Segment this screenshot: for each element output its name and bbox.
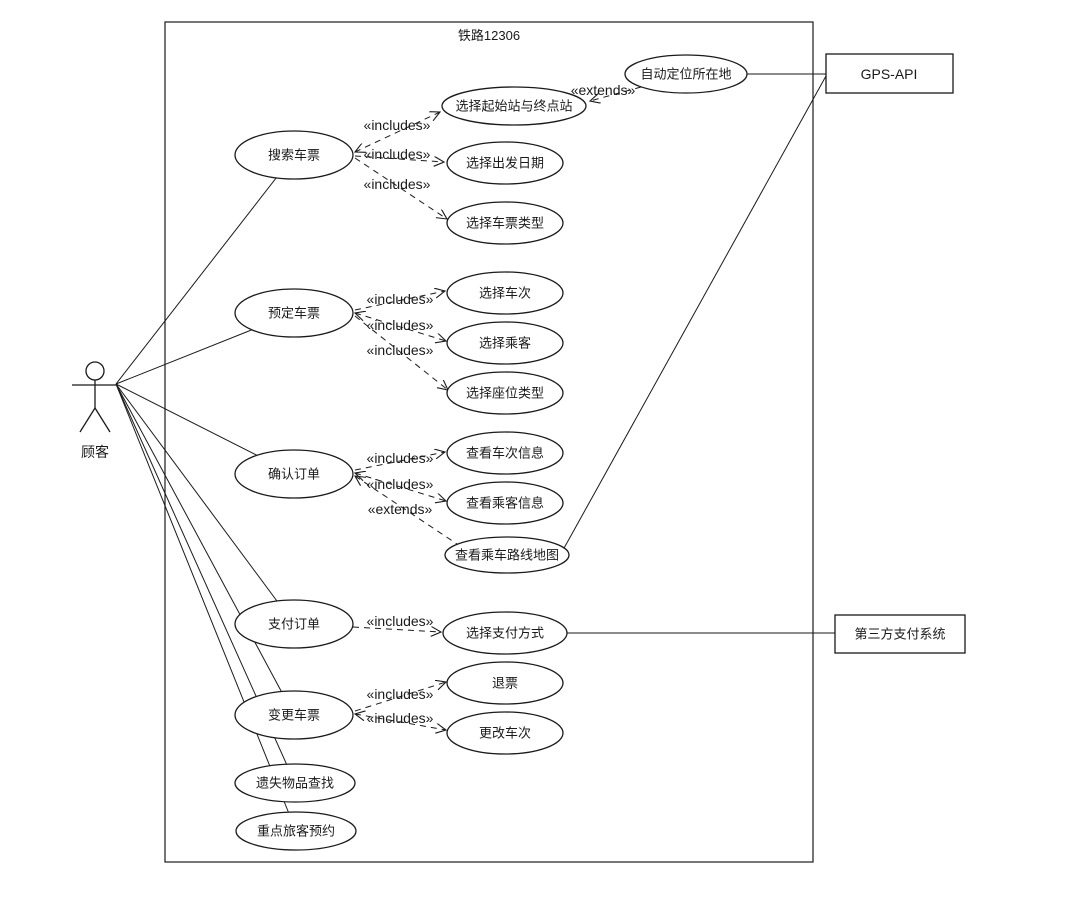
association-customer-change-tickets	[115, 383, 295, 716]
actor-head	[85, 361, 105, 381]
includes-label: «includes»	[367, 686, 434, 702]
association-customer-search-tickets	[115, 154, 295, 385]
usecase-label: 选择车次	[479, 286, 531, 301]
usecase-label: 更改车次	[479, 726, 531, 741]
external-system-label: 第三方支付系统	[854, 627, 945, 642]
include-edge-search-select-stations	[355, 112, 440, 152]
usecase-label: 搜索车票	[268, 148, 320, 163]
usecase-label: 选择座位类型	[466, 386, 544, 401]
includes-label: «includes»	[367, 317, 434, 333]
usecase-label: 遗失物品查找	[256, 776, 334, 791]
usecase-label: 支付订单	[268, 617, 320, 632]
extends-label: «extends»	[571, 82, 636, 98]
usecase-confirm-order[interactable]: 确认订单	[234, 449, 354, 499]
usecase-select-train[interactable]: 选择车次	[446, 271, 564, 315]
usecase-select-payment-method[interactable]: 选择支付方式	[442, 611, 568, 655]
external-system-label: GPS-API	[861, 66, 918, 82]
association-gps-view-route-map	[562, 75, 827, 551]
usecase-label: 查看乘客信息	[466, 496, 544, 511]
actor-right-leg	[94, 407, 111, 433]
stereotype-labels: «includes» «includes» «includes» «includ…	[364, 82, 636, 726]
actor-left-leg	[79, 407, 96, 433]
includes-label: «includes»	[367, 342, 434, 358]
include-edge-book-select-passenger	[355, 313, 446, 341]
extends-label: «extends»	[368, 501, 433, 517]
include-edge-search-select-date	[354, 155, 444, 162]
external-system-third-party-payment[interactable]: 第三方支付系统	[834, 614, 966, 654]
include-edge-change-refund	[354, 682, 446, 712]
actor-customer[interactable]: 顾客	[72, 361, 117, 460]
usecase-view-passenger-info[interactable]: 查看乘客信息	[446, 481, 564, 525]
usecase-change-tickets[interactable]: 变更车票	[234, 690, 354, 740]
usecase-select-seat-type[interactable]: 选择座位类型	[446, 371, 564, 415]
includes-label: «includes»	[367, 613, 434, 629]
usecase-label: 选择支付方式	[466, 626, 544, 641]
extend-edge-view-route-map-confirm	[355, 476, 458, 545]
includes-label: «includes»	[364, 117, 431, 133]
include-edge-pay-select-payment	[352, 627, 441, 632]
includes-label: «includes»	[364, 176, 431, 192]
usecase-label: 选择起始站与终点站	[455, 99, 572, 114]
usecase-label: 重点旅客预约	[257, 824, 335, 839]
includes-label: «includes»	[367, 291, 434, 307]
usecase-select-stations[interactable]: 选择起始站与终点站	[441, 86, 587, 126]
usecase-view-train-info[interactable]: 查看车次信息	[446, 431, 564, 475]
usecase-label: 确认订单	[268, 467, 320, 482]
include-edge-search-select-ticket-type	[354, 157, 447, 219]
usecase-label: 自动定位所在地	[640, 67, 731, 82]
include-edge-confirm-view-passenger-info	[355, 473, 446, 501]
usecase-key-passenger-booking[interactable]: 重点旅客预约	[235, 811, 357, 851]
system-title: 铁路12306	[458, 28, 520, 43]
usecase-view-route-map[interactable]: 查看乘车路线地图	[444, 536, 570, 574]
usecase-label: 变更车票	[268, 708, 320, 723]
usecase-refund-ticket[interactable]: 退票	[446, 661, 564, 705]
include-edge-book-select-train	[354, 291, 445, 311]
usecase-pay-order[interactable]: 支付订单	[234, 599, 354, 649]
usecase-select-ticket-type[interactable]: 选择车票类型	[446, 201, 564, 245]
includes-label: «includes»	[367, 476, 434, 492]
usecase-label: 选择出发日期	[466, 156, 544, 171]
includes-label: «includes»	[367, 710, 434, 726]
external-system-gps-api[interactable]: GPS-API	[825, 53, 954, 94]
include-edge-change-change-train	[355, 714, 446, 730]
include-edge-book-select-seat-type	[354, 315, 448, 390]
association-customer-key-passenger-booking	[115, 383, 297, 832]
usecase-label: 查看车次信息	[466, 446, 544, 461]
usecase-label: 查看乘车路线地图	[455, 548, 559, 563]
dependency-edges	[352, 86, 642, 730]
usecase-select-passenger[interactable]: 选择乘客	[446, 321, 564, 365]
includes-label: «includes»	[367, 450, 434, 466]
usecase-book-tickets[interactable]: 预定车票	[234, 288, 354, 338]
usecase-lost-item-search[interactable]: 遗失物品查找	[234, 763, 356, 803]
usecase-change-train[interactable]: 更改车次	[446, 711, 564, 755]
usecase-label: 选择乘客	[479, 336, 531, 351]
usecase-search-tickets[interactable]: 搜索车票	[234, 130, 354, 180]
usecase-label: 预定车票	[268, 306, 320, 321]
includes-label: «includes»	[364, 146, 431, 162]
usecase-label: 退票	[492, 676, 518, 691]
usecase-auto-locate[interactable]: 自动定位所在地	[624, 54, 748, 94]
include-edge-confirm-view-train-info	[354, 452, 445, 471]
association-customer-pay-order	[115, 383, 295, 625]
usecase-select-departure-date[interactable]: 选择出发日期	[446, 141, 564, 185]
extend-edge-auto-locate-select-stations	[590, 86, 642, 101]
usecase-label: 选择车票类型	[466, 216, 544, 231]
actor-label: 顾客	[81, 444, 109, 460]
